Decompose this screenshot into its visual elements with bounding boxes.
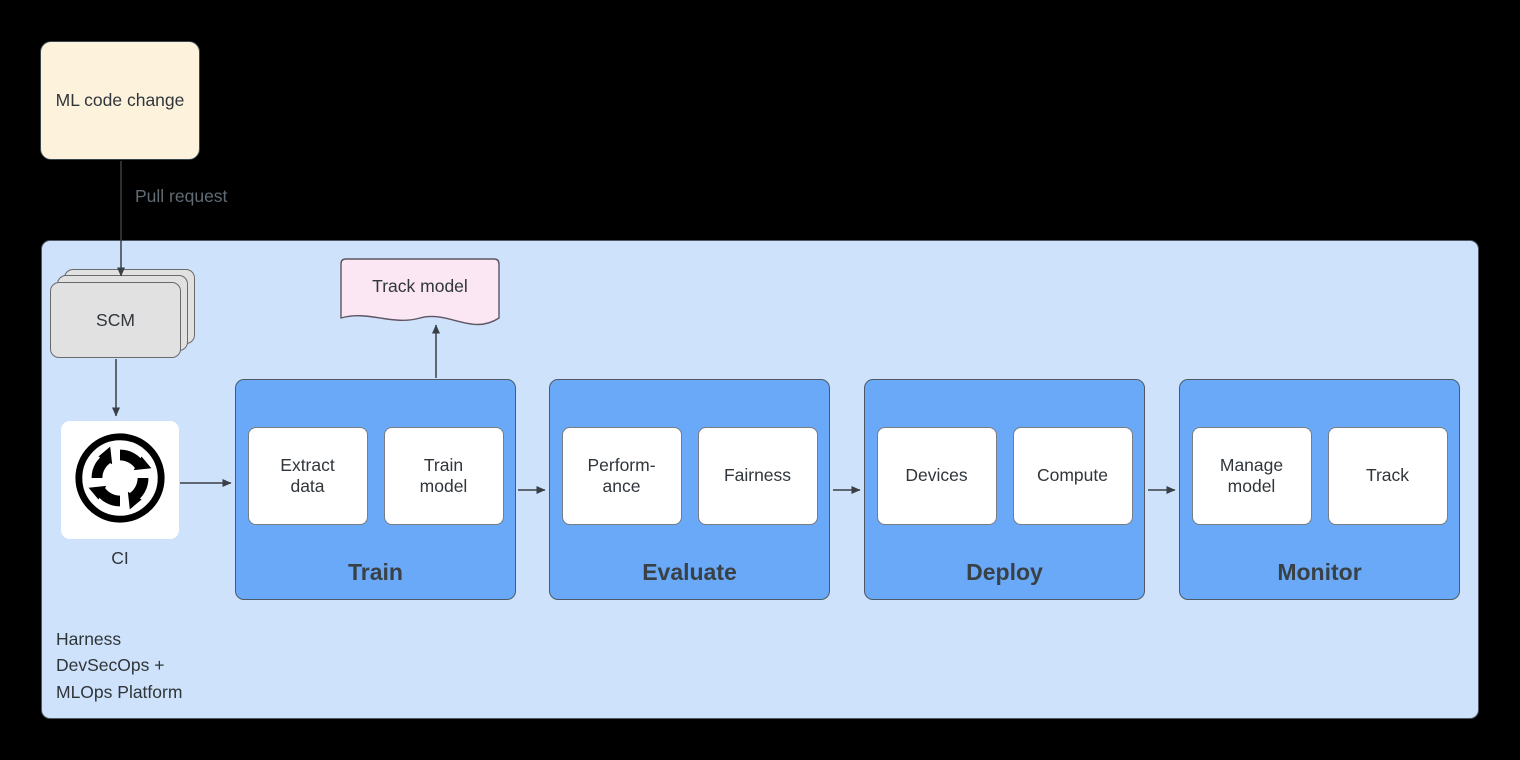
stage-evaluate[interactable]: Perform- ance Fairness Evaluate xyxy=(549,379,830,600)
stage-monitor-item-manage-model[interactable]: Manage model xyxy=(1191,427,1312,525)
scm-label: SCM xyxy=(50,282,181,358)
continuous-integration-cycle-icon xyxy=(71,429,169,532)
stage-monitor[interactable]: Manage model Track Monitor xyxy=(1179,379,1460,600)
stage-monitor-title: Monitor xyxy=(1277,559,1362,585)
platform-label: Harness DevSecOps + MLOps Platform xyxy=(56,629,183,702)
stage-deploy-item-devices[interactable]: Devices xyxy=(876,427,997,525)
ci-node[interactable] xyxy=(61,421,179,539)
stage-monitor-items: Manage model Track xyxy=(1180,427,1459,525)
track-model-label: Track model xyxy=(372,276,468,296)
stage-evaluate-items: Perform- ance Fairness xyxy=(550,427,829,525)
stage-deploy[interactable]: Devices Compute Deploy xyxy=(864,379,1145,600)
stage-train-title: Train xyxy=(348,559,403,585)
stage-train[interactable]: Extract data Train model Train xyxy=(235,379,516,600)
stage-deploy-items: Devices Compute xyxy=(865,427,1144,525)
stage-evaluate-title: Evaluate xyxy=(642,559,737,585)
stage-evaluate-item-fairness[interactable]: Fairness xyxy=(697,427,818,525)
ci-label: CI xyxy=(111,548,129,568)
stage-evaluate-item-performance[interactable]: Perform- ance xyxy=(561,427,682,525)
stage-train-items: Extract data Train model xyxy=(236,427,515,525)
stage-deploy-title: Deploy xyxy=(966,559,1043,585)
stage-train-item-extract-data[interactable]: Extract data xyxy=(247,427,368,525)
scm-node[interactable]: SCM xyxy=(50,269,195,358)
track-model-artifact[interactable]: Track model xyxy=(340,258,500,333)
stage-deploy-item-compute[interactable]: Compute xyxy=(1012,427,1133,525)
stage-train-item-train-model[interactable]: Train model xyxy=(383,427,504,525)
pull-request-edge-label: Pull request xyxy=(135,186,228,206)
stage-monitor-item-track[interactable]: Track xyxy=(1327,427,1448,525)
ml-code-change-node[interactable]: ML code change xyxy=(40,41,200,160)
